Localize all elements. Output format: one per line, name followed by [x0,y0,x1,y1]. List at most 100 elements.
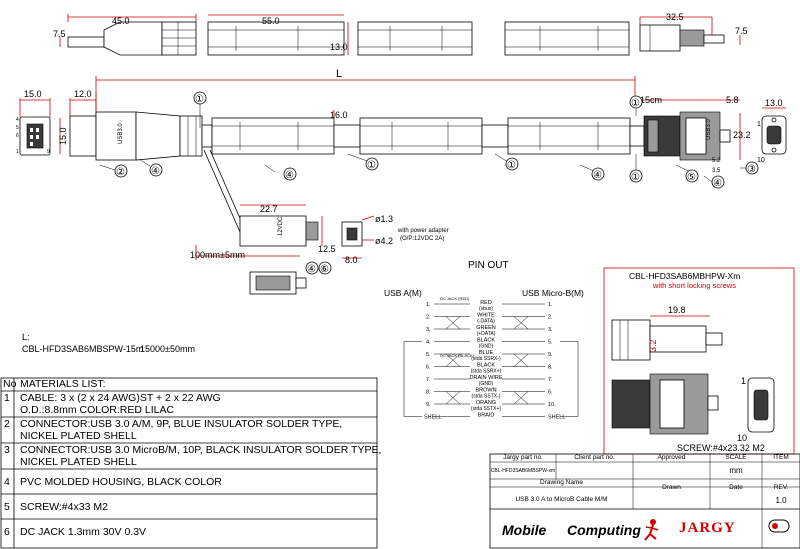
materials-row-text: CONNECTOR:USB 3.0 A/M, 9P, BLUE INSULATO… [20,418,343,430]
materials-row-no: 2 [4,418,10,430]
dim-top-micro-tongue: 7.5 [735,26,748,36]
materials-row-no: 4 [4,476,10,488]
materials-row-text: DC JACK 1.3mm 30V 0.3V [20,526,147,538]
dim-dc-lead: 100mm±5mm [190,250,245,260]
pinout-shield-bracket [403,341,422,417]
pin-label-6: 6 [16,133,19,139]
svg-text:①: ① [367,160,376,171]
power-adapter-spec: (O/P:12VDC 2A) [400,236,444,242]
pinout-signal: BLACK [477,338,495,344]
dim-dc-h: 12.5 [318,244,336,254]
balloon-1d: ① [629,169,643,183]
top-housing-profile [207,14,630,56]
pinout-left-pin: 2. [426,315,431,321]
dim-usb-a-plug-w: 12.0 [74,89,92,99]
pinout-signal: BLACK [477,363,495,369]
balloon-6: ⑥ [318,261,332,275]
svg-text:②: ② [116,167,125,178]
svg-text:④: ④ [285,170,294,181]
dim-top-micro-len: 32.5 [666,12,684,22]
dim-overall-len: L [336,68,342,80]
pinout-left-pin: 9. [426,402,431,408]
svg-text:④: ④ [307,264,316,275]
pinout-right-pin: 8. [548,365,553,371]
pinout-signal-sub: (stda SSRX-) [471,356,501,362]
tb-drawing-name: USB 3.0 A to MicroB Cable M/M [515,496,608,503]
pinout-twist [445,316,461,330]
svg-text:①: ① [507,160,516,171]
pinout-right-pin: 1. [548,302,553,308]
top-usb-a-profile [59,14,197,56]
dim-dc-jack-hole: ø1.3 [375,214,393,224]
tb-h-date: Date [729,484,743,491]
dim-top-plug-tongue: 7.5 [53,29,66,39]
balloon-1a: ① [193,91,207,105]
dc-plug-text: 12VDC [278,216,284,236]
svg-text:①: ① [631,98,640,109]
pinout-signal-sub: (vbus) [479,306,493,312]
alt-detail-subtitle: with short locking screws [652,281,736,290]
pinout-signal: DRAIN WIRE [470,375,503,381]
pinout-right-pin: 3. [548,327,553,333]
dim-micro-tip: 5.8 [726,95,739,105]
pinout-shield-bracket [560,341,579,417]
pinout-left-pin: 3. [426,327,431,333]
pinout-right-pin: 5. [548,340,553,346]
dim-micro-face-w: 13.0 [765,98,783,108]
pinout-left-pin: 7. [426,377,431,383]
alt-detail-title: CBL-HFD3SAB6MBHPW-Xm [629,271,740,281]
dim-dc-len: 22.7 [260,204,278,214]
tb-h-item: ITEM [773,454,789,461]
pinout-signal: RED [480,300,492,306]
tb-h-approved: Approved [657,454,686,461]
pinout-right-pin: 2. [548,315,553,321]
pinout-signal: BRAID [478,413,495,419]
dim-top-plug-len: 45.0 [112,16,130,26]
materials-row-text: PVC MOLDED HOUSING, BLACK COLOR [20,476,222,488]
pin-label-9: 9 [47,149,50,155]
dc-branch [195,149,375,295]
svg-text:①: ① [195,94,204,105]
pinout-signal-sub: (GND) [479,381,494,387]
pin-label-4: 4 [16,117,19,123]
dim-micro-body-h: 23.2 [733,130,751,140]
pinout-right-title: USB Micro-B(M) [522,288,584,298]
pinout-right-pin: 7. [548,377,553,383]
micro-b-face-view [761,107,787,155]
materials-row-no: 3 [4,444,10,456]
dim-dc-jack-w: 8.0 [345,255,358,265]
usb-a-mold-text: USB3.0 [118,123,124,144]
tb-rev: 1.0 [775,496,787,505]
pin-label-1: 1 [16,149,19,155]
materials-row-no: 1 [4,392,10,404]
alt-pin1: 1 [741,376,746,386]
materials-header-no: No [3,378,17,390]
pinout-dc-note: DC JACK (RED) [440,296,470,301]
length-value: 15000±50mm [140,344,195,354]
brand-jargy: JARGY [679,520,736,536]
pinout-right-pin: 9. [548,352,553,358]
tb-h-drawing-name: Drawing Name [540,479,583,486]
materials-row-text: CONNECTOR:USB 3.0 MicroB/M, 10P, BLACK I… [20,444,382,456]
pinout-signal-sub: (stda SSTX+) [471,406,501,412]
dim-top-housing-len: 55.0 [262,16,280,26]
pinout-twist [513,316,529,330]
materials-row-text: O.D.:8.8mm COLOR:RED LILAC [20,404,175,416]
pinout-right-pin: SHELL [548,415,565,421]
dim-micro-d2: 3.5 [712,168,721,174]
alt-screw: SCREW:#4x23.32 M2 [677,443,765,453]
alt-dim-w: 19.8 [668,305,686,315]
pinout-right-pin: 6. [548,390,553,396]
length-part: CBL-HFD3SAB6MBSPW-15m [22,344,143,354]
jargy-logo-icon [768,519,790,533]
pinout-signal: WHITE [477,313,495,319]
pinout-signal: GREEN [476,325,496,331]
dim-top-housing-h: 13.0 [330,42,348,52]
svg-text:③: ③ [747,164,756,175]
micro-face-pin1: 1 [757,121,761,128]
overall-length-dim [95,76,636,120]
balloon-2: ② [114,164,128,178]
svg-text:④: ④ [151,166,160,177]
pinout-left-pin: 5. [426,352,431,358]
